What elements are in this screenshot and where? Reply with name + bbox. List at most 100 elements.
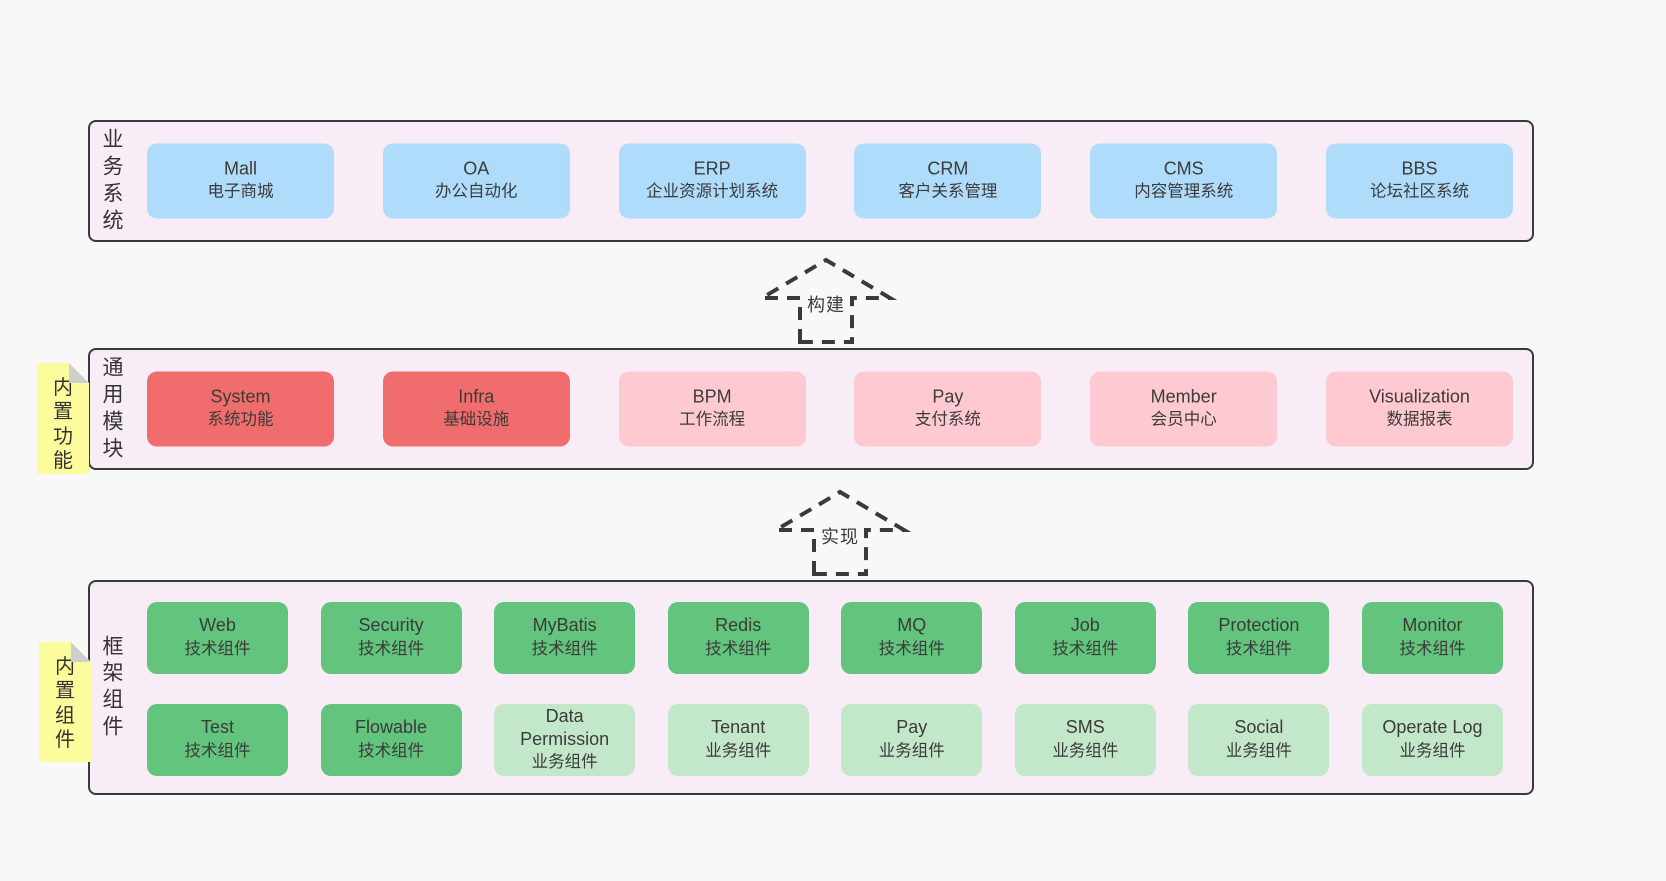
box-pay-component: Pay 业务组件 [841,704,983,776]
box-test: Test 技术组件 [147,704,288,776]
box-desc: 技术组件 [184,741,251,760]
box-desc: 论坛社区系统 [1369,182,1469,201]
box-mall: Mall 电子商城 [147,143,334,219]
box-desc: 技术组件 [184,639,251,658]
panel-label-business-systems: 业务系统 [102,128,124,232]
box-desc: 企业资源计划系统 [646,182,779,201]
box-name: Job [1070,615,1100,636]
box-name: CMS [1163,158,1204,179]
box-web: Web 技术组件 [147,602,288,674]
box-desc: 技术组件 [358,639,425,658]
sticky-note-builtin-features: 内置功能 [37,363,89,474]
box-name: BBS [1401,158,1438,179]
box-redis: Redis 技术组件 [667,602,809,674]
framework-box-row-2: Test 技术组件 Flowable 技术组件 Data Permission … [147,704,1503,776]
box-name: BPM [692,386,732,407]
box-name: Monitor [1402,615,1463,636]
panel-label-common-modules: 通用模块 [102,356,124,460]
box-name: Test [200,717,234,738]
box-desc: 技术组件 [358,741,425,760]
box-name: CRM [927,158,969,179]
box-mybatis: MyBatis 技术组件 [494,602,636,674]
box-desc: 技术组件 [1399,639,1466,658]
box-name: Pay [932,386,964,407]
box-name: Social [1234,717,1284,738]
box-name: Visualization [1369,386,1470,407]
panel-common-modules: 通用模块 System 系统功能 Infra 基础设施 BPM 工作流程 Pay… [88,348,1534,470]
box-crm: CRM 客户关系管理 [854,143,1042,219]
box-pay-module: Pay 支付系统 [854,371,1042,447]
box-name: System [210,386,271,407]
box-desc: 工作流程 [679,410,746,429]
box-desc: 系统功能 [207,410,274,429]
box-desc: 数据报表 [1386,410,1453,429]
box-desc: 业务组件 [705,741,772,760]
box-visualization: Visualization 数据报表 [1325,371,1513,447]
box-flowable: Flowable 技术组件 [320,704,462,776]
box-social: Social 业务组件 [1188,704,1330,776]
box-desc: 电子商城 [207,182,274,201]
sticky-label: 内置组件 [55,656,75,752]
box-cms: CMS 内容管理系统 [1090,143,1278,219]
box-desc: 技术组件 [1225,639,1292,658]
arrow-build: 构建 [752,254,900,344]
box-name: Mall [223,158,257,179]
dashed-up-arrow-icon [754,257,898,344]
box-desc: 技术组件 [531,639,598,658]
box-mq: MQ 技术组件 [841,602,983,674]
box-system: System 系统功能 [147,371,334,447]
box-desc: 业务组件 [1399,741,1466,760]
arrow-implement: 实现 [766,486,914,576]
box-data-permission: Data Permission 业务组件 [494,704,636,776]
box-name: Pay [896,717,928,738]
box-name: SMS [1065,717,1105,738]
box-oa: OA 办公自动化 [382,143,570,219]
box-name: Data Permission [520,705,610,750]
framework-box-row-1: Web 技术组件 Security 技术组件 MyBatis 技术组件 Redi… [147,602,1503,674]
box-tenant: Tenant 业务组件 [667,704,809,776]
box-desc: 客户关系管理 [898,182,998,201]
box-desc: 业务组件 [1225,741,1292,760]
box-desc: 会员中心 [1150,410,1217,429]
box-name: Infra [458,386,495,407]
panel-framework-components: 框架组件 Web 技术组件 Security 技术组件 MyBatis 技术组件… [88,580,1534,795]
box-erp: ERP 企业资源计划系统 [618,143,806,219]
box-name: MQ [897,615,927,636]
box-member: Member 会员中心 [1090,371,1278,447]
box-desc: 支付系统 [914,410,981,429]
box-protection: Protection 技术组件 [1188,602,1330,674]
box-desc: 内容管理系统 [1134,182,1234,201]
box-security: Security 技术组件 [320,602,462,674]
box-desc: 技术组件 [1052,639,1119,658]
box-name: Operate Log [1382,717,1483,738]
sticky-note-builtin-components: 内置组件 [39,642,91,762]
box-name: Protection [1218,615,1300,636]
box-job: Job 技术组件 [1014,602,1156,674]
box-name: MyBatis [532,615,597,636]
box-desc: 业务组件 [1052,741,1119,760]
panel-business-systems: 业务系统 Mall 电子商城 OA 办公自动化 ERP 企业资源计划系统 CRM… [88,120,1534,242]
box-desc: 办公自动化 [435,182,518,201]
box-desc: 业务组件 [878,741,945,760]
box-name: OA [463,158,490,179]
box-name: Member [1150,386,1217,407]
business-box-row: Mall 电子商城 OA 办公自动化 ERP 企业资源计划系统 CRM 客户关系… [147,143,1513,219]
box-name: ERP [693,158,731,179]
box-name: Tenant [711,717,766,738]
box-operate-log: Operate Log 业务组件 [1361,704,1503,776]
box-monitor: Monitor 技术组件 [1361,602,1503,674]
box-bpm: BPM 工作流程 [618,371,806,447]
box-name: Security [358,615,424,636]
box-desc: 技术组件 [705,639,772,658]
folded-corner-icon [69,363,89,383]
box-desc: 技术组件 [878,639,945,658]
sticky-label: 内置功能 [53,377,73,473]
common-box-row: System 系统功能 Infra 基础设施 BPM 工作流程 Pay 支付系统… [147,371,1513,447]
panel-label-framework-components: 框架组件 [102,634,124,739]
dashed-up-arrow-icon [768,489,912,576]
arrow-build-label: 构建 [802,290,850,318]
box-infra: Infra 基础设施 [382,371,570,447]
box-desc: 业务组件 [531,753,598,772]
box-name: Redis [715,615,762,636]
